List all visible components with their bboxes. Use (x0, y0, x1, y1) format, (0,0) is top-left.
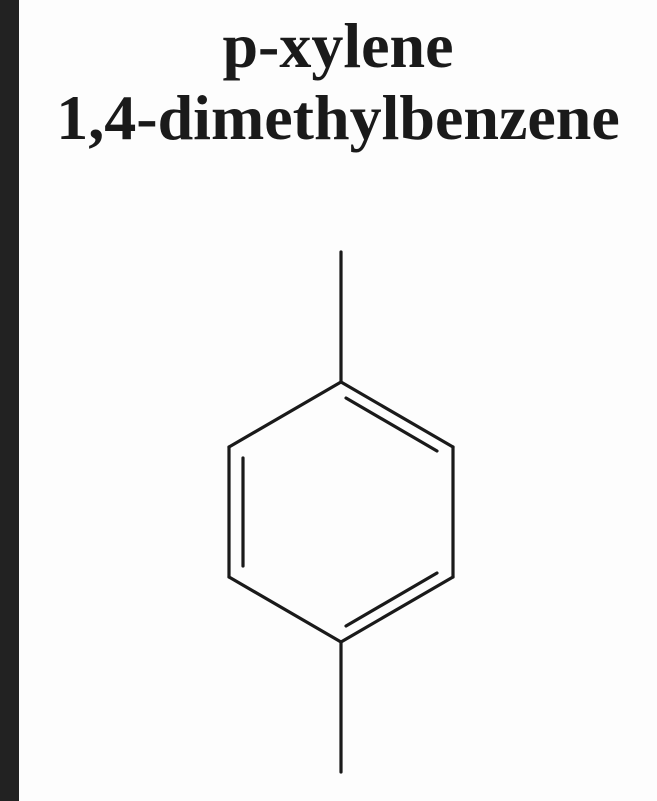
common-name-title: p-xylene (222, 10, 454, 81)
bond-c6-c1 (227, 380, 343, 449)
bond-c1-c2 (339, 380, 455, 449)
double-bond-c1-c2 (344, 396, 439, 453)
title-block: p-xylene 1,4-dimethylbenzene (19, 14, 657, 150)
iupac-name-title: 1,4-dimethylbenzene (56, 82, 620, 153)
left-edge-bar (0, 0, 19, 801)
bond-c3-c4 (339, 575, 455, 644)
double-bond-inner-lines (241, 396, 439, 628)
double-bond-c3-c4 (344, 571, 439, 628)
benzene-ring (227, 380, 455, 644)
bond-c4-c5 (227, 575, 343, 644)
